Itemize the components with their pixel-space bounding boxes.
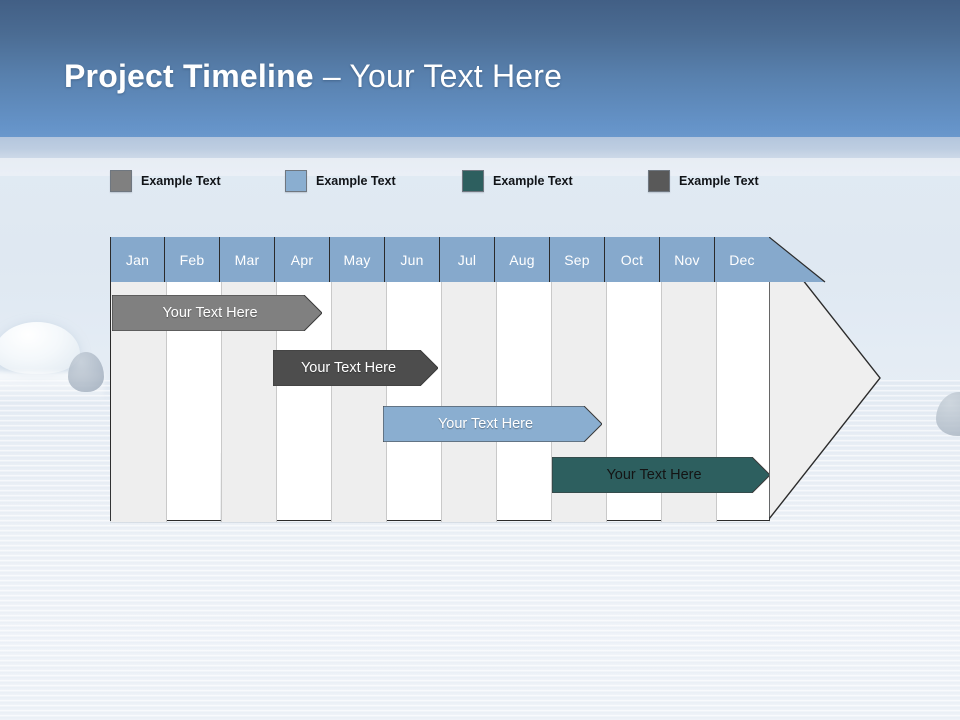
grid-column-jul xyxy=(441,238,496,522)
header-band xyxy=(0,0,960,137)
gantt-bar-label: Your Text Here xyxy=(162,305,258,321)
month-header-row: Jan Feb Mar Apr May Jun Jul Aug Sep Oct Nov Dec xyxy=(110,237,770,282)
grid-divider xyxy=(441,238,442,522)
month-header-aug[interactable]: Aug xyxy=(495,237,550,282)
page-title-separator: – xyxy=(313,58,350,94)
month-label: May xyxy=(343,251,371,268)
gantt-bar-shape xyxy=(383,406,602,442)
grid-column-mar xyxy=(221,238,276,522)
month-label: Sep xyxy=(564,251,590,268)
month-label: Jul xyxy=(457,251,477,268)
month-label: Mar xyxy=(234,251,260,268)
month-header-jan[interactable]: Jan xyxy=(110,237,165,282)
month-header-may[interactable]: May xyxy=(330,237,385,282)
grid-divider xyxy=(716,238,717,522)
month-header-sep[interactable]: Sep xyxy=(550,237,605,282)
legend-swatch-icon xyxy=(648,170,670,192)
month-header-dec[interactable]: Dec xyxy=(715,237,770,282)
timeline-arrow-head xyxy=(769,237,881,521)
month-header-mar[interactable]: Mar xyxy=(220,237,275,282)
legend-label: Example Text xyxy=(493,174,573,188)
gantt-bar-3[interactable]: Your Text Here xyxy=(383,406,602,442)
month-label: Dec xyxy=(729,251,755,268)
month-label: Feb xyxy=(179,251,205,268)
grid-divider xyxy=(606,238,607,522)
gantt-bar-label: Your Text Here xyxy=(606,467,702,483)
gantt-chart: Jan Feb Mar Apr May Jun Jul Aug Sep Oct Nov Dec You… xyxy=(110,237,770,522)
month-label: Jun xyxy=(400,251,424,268)
legend-item-2[interactable]: Example Text xyxy=(285,170,396,192)
gantt-bar-shape xyxy=(273,350,438,386)
gantt-bar-shape xyxy=(112,295,322,331)
grid-divider xyxy=(166,238,167,522)
grid-column-jan xyxy=(111,238,166,522)
page-title: Project Timeline – Your Text Here xyxy=(64,58,562,95)
month-header-jun[interactable]: Jun xyxy=(385,237,440,282)
gantt-bar-label: Your Text Here xyxy=(437,416,534,432)
month-label: Oct xyxy=(620,251,644,268)
month-header-oct[interactable]: Oct xyxy=(605,237,660,282)
month-header-apr[interactable]: Apr xyxy=(275,237,330,282)
gantt-bar-1[interactable]: Your Text Here xyxy=(112,295,322,331)
legend-label: Example Text xyxy=(679,174,759,188)
legend-swatch-icon xyxy=(462,170,484,192)
legend-item-3[interactable]: Example Text xyxy=(462,170,573,192)
month-header-nov[interactable]: Nov xyxy=(660,237,715,282)
month-label: Aug xyxy=(509,251,535,268)
grid-divider xyxy=(496,238,497,522)
page-title-light: Your Text Here xyxy=(349,58,563,94)
gantt-bar-label: Your Text Here xyxy=(300,360,397,376)
rock-left-large-icon xyxy=(0,322,80,374)
grid-divider xyxy=(221,238,222,522)
gantt-bar-4[interactable]: Your Text Here xyxy=(552,457,770,493)
legend-item-4[interactable]: Example Text xyxy=(648,170,759,192)
legend-swatch-icon xyxy=(285,170,307,192)
gantt-bar-shape xyxy=(552,457,770,493)
legend-item-1[interactable]: Example Text xyxy=(110,170,221,192)
month-label: Apr xyxy=(290,251,314,268)
legend-label: Example Text xyxy=(316,174,396,188)
gantt-bar-2[interactable]: Your Text Here xyxy=(273,350,438,386)
page-title-strong: Project Timeline xyxy=(64,58,314,94)
grid-divider xyxy=(661,238,662,522)
header-fade xyxy=(0,158,960,176)
month-label: Jan xyxy=(125,251,150,268)
chart-grid xyxy=(110,237,770,522)
grid-divider xyxy=(551,238,552,522)
legend: Example Text Example Text Example Text Exam… xyxy=(0,160,960,206)
legend-swatch-icon xyxy=(110,170,132,192)
legend-label: Example Text xyxy=(141,174,221,188)
rock-left-small-icon xyxy=(68,352,104,392)
month-header-jul[interactable]: Jul xyxy=(440,237,495,282)
month-header-feb[interactable]: Feb xyxy=(165,237,220,282)
month-label: Nov xyxy=(674,251,700,268)
header-accent-band xyxy=(0,137,960,158)
